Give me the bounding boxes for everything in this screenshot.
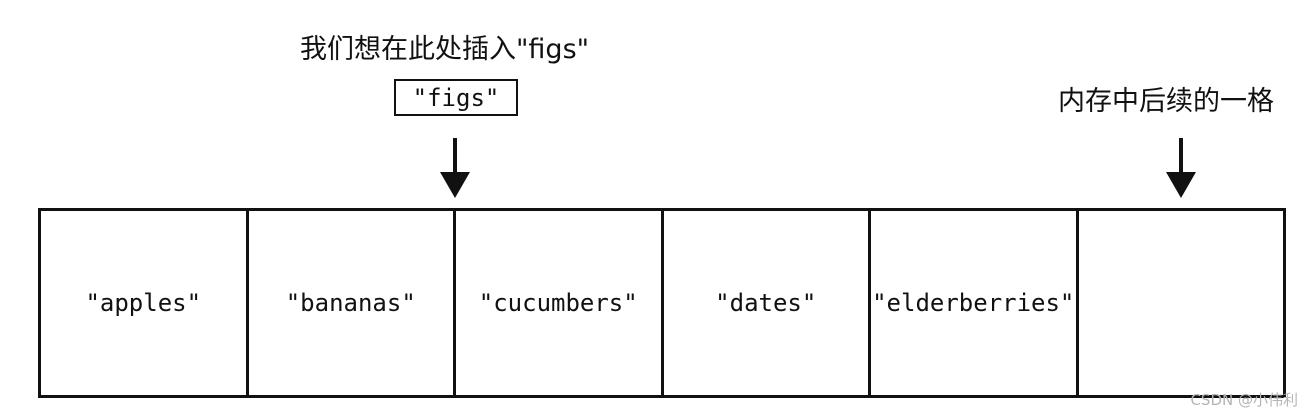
new-item-label: "figs" [412,83,500,112]
watermark: CSDN @小伟利 [1190,391,1298,409]
memory-cell-empty [1079,211,1284,395]
insert-arrow-icon [440,138,470,198]
insert-position-caption: 我们想在此处插入"figs" [300,34,590,65]
memory-cell-apples: "apples" [41,211,249,395]
next-slot-arrow-icon [1166,138,1196,198]
memory-cell-cucumbers: "cucumbers" [456,211,664,395]
memory-cell-bananas: "bananas" [249,211,456,395]
memory-cell-dates: "dates" [664,211,871,395]
memory-array: "apples" "bananas" "cucumbers" "dates" "… [38,208,1286,398]
new-item-figs-box: "figs" [394,79,518,116]
memory-cell-elderberries: "elderberries" [871,211,1079,395]
next-memory-slot-caption: 内存中后续的一格 [1058,86,1274,117]
